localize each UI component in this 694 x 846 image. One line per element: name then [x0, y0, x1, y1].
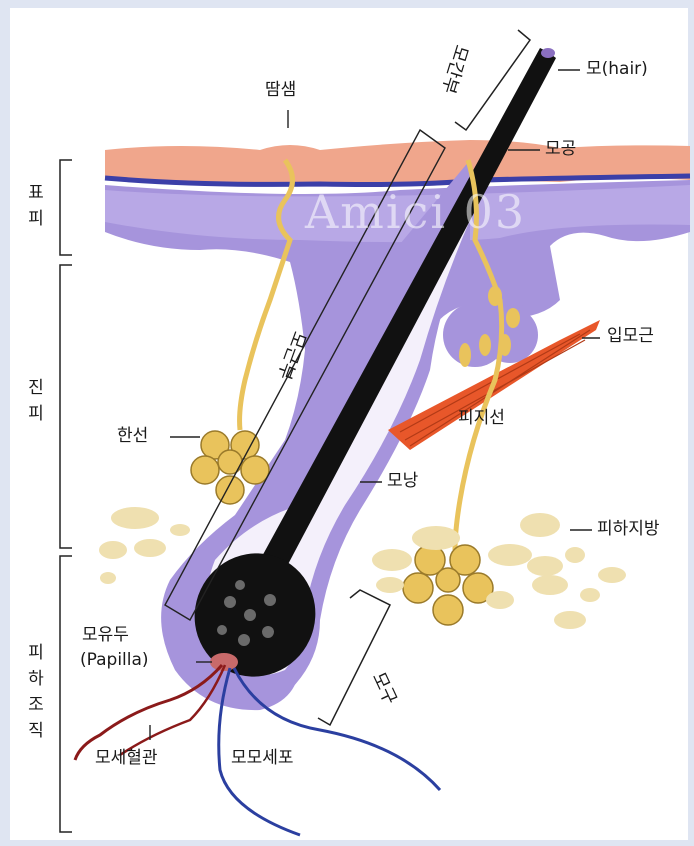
hair-bulb-bracket [318, 590, 390, 725]
subcutis-label: 피하조직 [26, 640, 46, 744]
arrector-pili-label: 입모근 [607, 328, 654, 345]
follicle-label: 모낭 [387, 473, 418, 490]
subcutis-bracket [60, 556, 72, 832]
pore-label: 모공 [545, 141, 576, 158]
papilla-label: 모유두 [82, 627, 129, 644]
sebaceous-gland-label: 피지선 [458, 410, 505, 427]
sweat-gland-label: 한선 [117, 428, 148, 445]
papilla-en-label: (Papilla) [80, 652, 149, 669]
dermis-bracket [60, 265, 72, 548]
sweat-gland-right [403, 545, 493, 625]
capillary-label: 모세혈관 [95, 750, 158, 767]
sweat-pore-label: 땀샘 [265, 82, 296, 99]
epidermis-label: 표피 [26, 180, 46, 232]
watermark: Amici 03 [305, 185, 526, 239]
dermis-label: 진피 [26, 375, 46, 427]
hair-tip [541, 48, 555, 58]
subcutaneous-fat-label: 피하지방 [597, 521, 660, 538]
hair-label: 모(hair) [586, 61, 648, 78]
matrix-cells-label: 모모세포 [231, 750, 294, 767]
epidermis-bracket [60, 160, 72, 255]
